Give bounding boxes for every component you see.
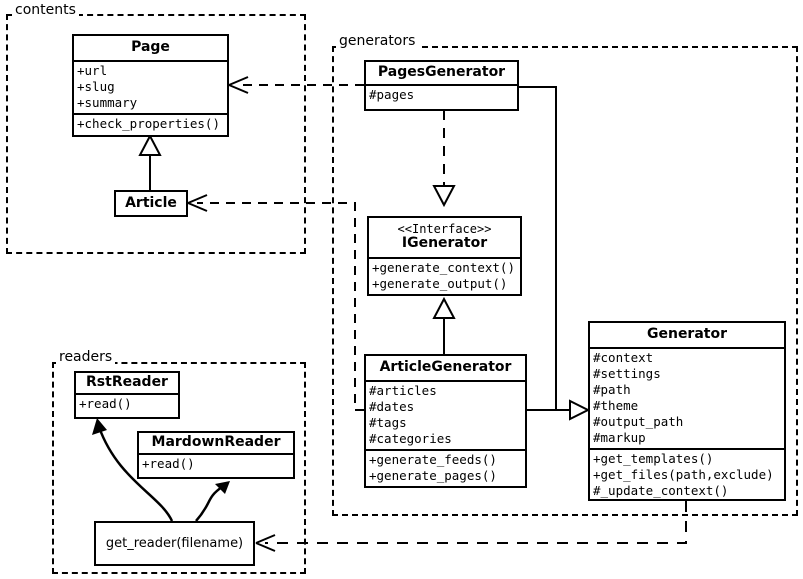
class-page[interactable]: Page +url +slug +summary +check_properti… xyxy=(72,34,229,137)
attribute: #context xyxy=(593,350,654,366)
class-markdownreader-operations: +read() xyxy=(139,453,293,474)
contents-package: contents xyxy=(6,2,306,254)
class-rstreader-name: RstReader xyxy=(86,374,168,390)
generators-package-label: generators xyxy=(336,33,419,49)
attribute: #tags xyxy=(369,415,407,431)
class-generator-name: Generator xyxy=(646,326,727,342)
class-page-attributes: +url +slug +summary xyxy=(74,60,227,113)
class-articlegenerator[interactable]: ArticleGenerator #articles #dates #tags … xyxy=(364,354,527,488)
class-page-name: Page xyxy=(131,39,170,55)
class-igenerator-operations: +generate_context() +generate_output() xyxy=(369,256,520,294)
class-igenerator[interactable]: <<Interface>> IGenerator +generate_conte… xyxy=(367,216,522,296)
operation: +get_files(path,exclude) xyxy=(593,467,774,483)
attribute: +url xyxy=(77,63,108,79)
operation: +generate_context() xyxy=(372,259,515,275)
attribute: +summary xyxy=(77,95,138,111)
class-generator[interactable]: Generator #context #settings #path #them… xyxy=(588,321,786,501)
attribute: #path xyxy=(593,382,631,398)
attribute: #theme xyxy=(593,398,639,414)
class-markdownreader-name: MardownReader xyxy=(151,434,281,450)
class-article-name: Article xyxy=(125,194,177,211)
contents-package-label: contents xyxy=(12,2,79,18)
operation: +generate_pages() xyxy=(369,468,497,484)
class-article[interactable]: Article xyxy=(114,190,188,217)
attribute: #categories xyxy=(369,431,452,447)
attribute: #pages xyxy=(369,87,415,103)
class-articlegenerator-operations: +generate_feeds() +generate_pages() xyxy=(366,449,525,486)
readers-package-label: readers xyxy=(56,349,116,365)
operation: #_update_context() xyxy=(593,483,729,499)
class-markdownreader[interactable]: MardownReader +read() xyxy=(137,431,295,479)
class-pagesgenerator[interactable]: PagesGenerator #pages xyxy=(364,60,519,111)
operation: +get_templates() xyxy=(593,451,714,467)
class-articlegenerator-name: ArticleGenerator xyxy=(379,359,512,375)
class-igenerator-name: <<Interface>> IGenerator xyxy=(369,218,520,257)
contents-package-frame xyxy=(6,14,306,254)
function-get-reader[interactable]: get_reader(filename) xyxy=(94,521,255,566)
attribute: #markup xyxy=(593,430,646,446)
operation: +check_properties() xyxy=(77,116,220,132)
operation: +generate_output() xyxy=(372,275,508,291)
class-rstreader[interactable]: RstReader +read() xyxy=(74,371,180,419)
attribute: +slug xyxy=(77,79,115,95)
operation: +read() xyxy=(79,396,132,412)
class-igenerator-label: IGenerator xyxy=(401,235,488,252)
operation: +read() xyxy=(142,456,195,472)
class-generator-operations: +get_templates() +get_files(path,exclude… xyxy=(590,448,784,501)
attribute: #dates xyxy=(369,399,415,415)
operation: +generate_feeds() xyxy=(369,452,497,468)
attribute: #settings xyxy=(593,366,661,382)
readers-package: readers xyxy=(52,349,306,574)
class-igenerator-stereotype: <<Interface>> xyxy=(397,222,492,236)
class-page-operations: +check_properties() xyxy=(74,113,227,134)
attribute: #articles xyxy=(369,383,437,399)
class-rstreader-operations: +read() xyxy=(76,393,178,414)
class-pagesgenerator-name: PagesGenerator xyxy=(377,64,506,80)
class-articlegenerator-attributes: #articles #dates #tags #categories xyxy=(366,380,525,449)
readers-package-frame xyxy=(52,362,306,574)
class-pagesgenerator-attributes: #pages xyxy=(366,84,517,105)
class-generator-attributes: #context #settings #path #theme #output_… xyxy=(590,347,784,448)
attribute: #output_path xyxy=(593,414,684,430)
function-get-reader-label: get_reader(filename) xyxy=(105,536,244,551)
